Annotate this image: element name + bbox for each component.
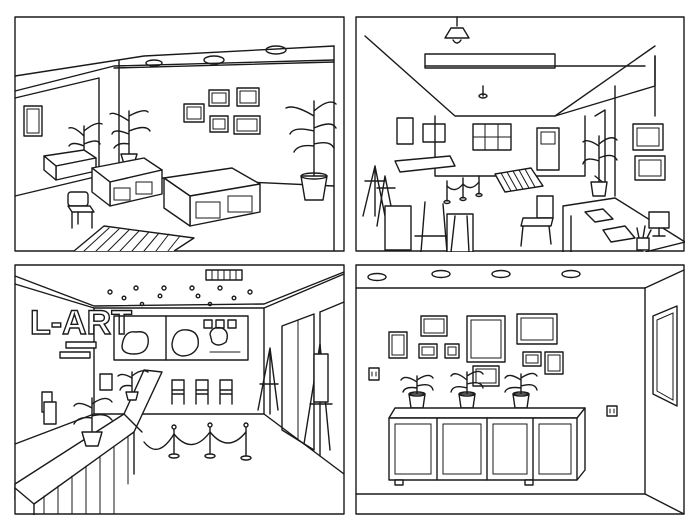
panel-gallery-benches [14,16,345,252]
sign-bars [59,341,97,359]
glass-door-panel [281,301,345,457]
brand-sign: L-ART [30,304,132,342]
monitor-icon [43,373,113,425]
gallery-benches-drawing [14,16,345,252]
gallery-easels-drawing [355,16,685,252]
wall-picture-frames [388,313,564,387]
panel-gallery-shelf [355,264,685,515]
small-chair [67,191,95,229]
wall-picture-frame [652,305,678,407]
wall-picture-frame [23,105,43,137]
gallery-shelf-drawing [355,264,685,515]
potted-plant [117,369,149,401]
potted-plant [504,372,538,409]
monitor-icon [648,211,670,237]
gallery-bench [163,167,261,227]
panel-gallery-easels [355,16,685,252]
ceiling-downlight [265,45,287,55]
easel-with-canvas [303,343,333,451]
potted-plant [400,374,434,409]
potted-plant [450,370,484,409]
easel [362,165,386,217]
potted-plant [73,397,113,447]
waiting-chairs [171,379,233,405]
ceiling-spotlights [107,285,253,307]
rope-stanchions [143,422,252,461]
pendant-lamp [444,16,470,44]
striped-rug [494,167,544,193]
gallery-bench [43,149,97,181]
lobby-drawing: L-ART [14,264,345,515]
potted-plant [109,109,151,165]
power-outlet [606,405,618,417]
back-door [536,127,560,171]
ceiling-downlight [203,55,225,65]
wall-picture-frame [632,123,664,151]
striped-rug [73,225,195,252]
potted-plant-large [285,100,337,201]
panel-lobby-reception: L-ART [14,264,345,515]
ceiling-downlights [367,269,581,282]
easel [257,347,279,415]
potted-plant [582,135,618,197]
rope-stanchions [443,175,483,205]
easel-with-canvas [384,201,474,252]
display-table [562,197,685,252]
wall-picture-frames [183,87,261,135]
wall-picture-frame [634,155,666,181]
display-shelf [388,407,586,486]
power-outlet [368,367,380,381]
wall-window-panel [472,123,512,151]
poster-board [113,315,249,361]
gallery-bench [91,157,163,207]
small-chair [520,195,554,247]
